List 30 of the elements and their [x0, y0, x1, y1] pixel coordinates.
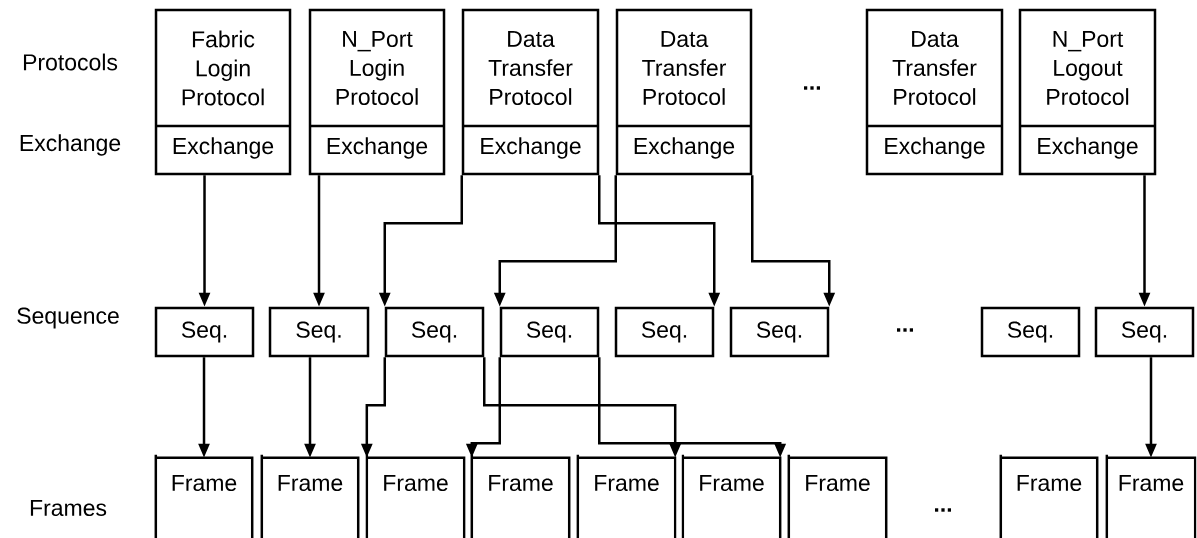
sequence-box: Seq. — [980, 306, 1081, 358]
sequence-box: Seq. — [499, 306, 600, 358]
sequence-box: Seq. — [384, 306, 485, 358]
protocol-exchange-box: N_Port Logout Protocol Exchange — [1018, 8, 1157, 176]
frame-box: Frame — [681, 453, 782, 538]
sequence-box: Seq. — [614, 306, 715, 358]
frame-box: Frame — [1105, 453, 1197, 538]
protocol-exchange-box: Data Transfer Protocol Exchange — [865, 8, 1004, 176]
sequence-box: Seq. — [729, 306, 830, 358]
ellipsis: ... — [935, 508, 951, 512]
row-label: Sequence — [17, 307, 119, 329]
sequence-box: Seq. — [1094, 306, 1195, 358]
row-label: Exchange — [20, 134, 121, 156]
sequence-box: Seq. — [154, 306, 255, 358]
frame-box: Frame — [999, 453, 1099, 538]
row-label: Frames — [30, 499, 107, 516]
protocol-exchange-box: Data Transfer Protocol Exchange — [461, 8, 600, 176]
protocol-exchange-box: Fabric Login Protocol Exchange — [154, 8, 292, 176]
row-label: Protocols — [23, 53, 118, 71]
frame-box: Frame — [365, 453, 466, 538]
protocol-exchange-box: Data Transfer Protocol Exchange — [615, 8, 753, 176]
frame-box: Frame — [787, 453, 888, 538]
sequence-box: Seq. — [268, 306, 370, 358]
frame-box: Frame — [470, 453, 571, 538]
protocol-exchange-box: N_Port Login Protocol Exchange — [308, 8, 446, 176]
ellipsis: ... — [804, 86, 820, 90]
frame-box: Frame — [576, 453, 677, 538]
frame-box: Frame — [154, 453, 254, 538]
frame-box: Frame — [260, 453, 360, 538]
ellipsis: ... — [897, 328, 913, 332]
